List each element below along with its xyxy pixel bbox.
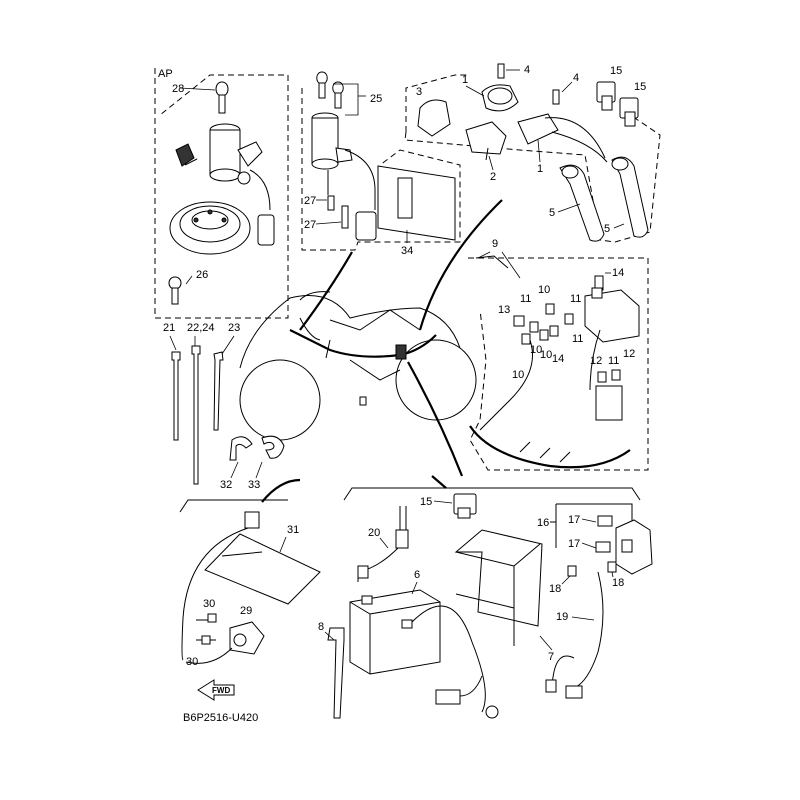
callout-4-b: 4 xyxy=(573,72,579,84)
leader-main-switch xyxy=(299,251,353,331)
callout-20: 20 xyxy=(368,527,380,539)
callout-10-b: 10 xyxy=(530,344,542,356)
callout-22-24: 22,24 xyxy=(187,322,215,334)
callout-15-b: 15 xyxy=(634,81,646,93)
callout-9: 9 xyxy=(492,238,498,250)
callout-14-b: 14 xyxy=(552,353,564,365)
callout-34: 34 xyxy=(401,245,413,257)
callout-5-b: 5 xyxy=(604,223,610,235)
motorcycle-outline xyxy=(239,291,477,441)
callout-2: 2 xyxy=(490,171,496,183)
callout-33: 33 xyxy=(248,479,260,491)
callout-19: 19 xyxy=(556,611,568,623)
callout-11-c: 11 xyxy=(572,333,583,345)
callout-8: 8 xyxy=(318,621,324,633)
ap-label: AP xyxy=(158,68,173,80)
callout-27-a: 27 xyxy=(304,195,316,207)
callout-11-b: 11 xyxy=(520,293,531,305)
callout-7: 7 xyxy=(548,651,554,663)
key-26 xyxy=(168,275,193,305)
callout-3: 3 xyxy=(416,86,422,98)
callout-32: 32 xyxy=(220,479,232,491)
callout-5-a: 5 xyxy=(549,207,555,219)
callout-13: 13 xyxy=(498,304,510,316)
callout-15-c: 15 xyxy=(420,496,432,508)
callout-10-c: 10 xyxy=(540,349,552,361)
main-switch-ap xyxy=(175,123,275,246)
callout-10-d: 10 xyxy=(512,369,524,381)
ap-kit-group: AP xyxy=(154,68,289,319)
callout-1-b: 1 xyxy=(537,163,543,175)
callout-18-b: 18 xyxy=(612,577,624,589)
callout-23: 23 xyxy=(228,322,240,334)
callout-1-a: 1 xyxy=(462,74,468,86)
fwd-label: FWD xyxy=(212,686,230,695)
callout-16: 16 xyxy=(537,517,549,529)
callout-26: 26 xyxy=(196,269,208,281)
key-28 xyxy=(179,81,229,114)
diagram-code: B6P2516-U420 xyxy=(183,712,258,724)
callout-17-b: 17 xyxy=(568,538,580,550)
leader-handlebar xyxy=(418,199,503,331)
callout-31: 31 xyxy=(287,524,299,536)
battery-group: 15 6 7 8 20 16 17 17 xyxy=(318,475,653,719)
callout-15-a: 15 xyxy=(610,65,622,77)
callout-14-a: 14 xyxy=(612,267,624,279)
callout-10-a: 10 xyxy=(538,284,550,296)
main-switch-group: 25 27 27 34 xyxy=(301,71,461,257)
fuel-cap-ap xyxy=(169,201,251,255)
callout-21: 21 xyxy=(163,322,175,334)
callout-11-a: 11 xyxy=(570,293,581,305)
callout-30-b: 30 xyxy=(186,656,198,668)
callout-12-b: 12 xyxy=(623,348,635,360)
callout-28: 28 xyxy=(172,83,184,95)
callout-27-b: 27 xyxy=(304,219,316,231)
callout-11-d: 11 xyxy=(608,355,619,367)
callout-17-a: 17 xyxy=(568,514,580,526)
handlebar-switch-group: 1 3 4 4 2 1 5 5 15 15 xyxy=(404,63,661,243)
fuse-box-group: 9 14 10 11 11 13 10 14 11 10 10 12 11 xyxy=(468,238,649,471)
sensor-group: 31 29 30 30 FWD B6P2516-U420 xyxy=(179,478,321,724)
cable-ties-group: 21 22,24 23 32 33 xyxy=(163,322,285,491)
callout-6: 6 xyxy=(414,569,420,581)
callout-18-a: 18 xyxy=(549,583,561,595)
callout-4-a: 4 xyxy=(524,64,530,76)
callout-29: 29 xyxy=(240,605,252,617)
callout-25: 25 xyxy=(370,93,382,105)
callout-30-a: 30 xyxy=(203,598,215,610)
callout-12-a: 12 xyxy=(590,355,602,367)
leader-fuse-box xyxy=(407,361,464,477)
